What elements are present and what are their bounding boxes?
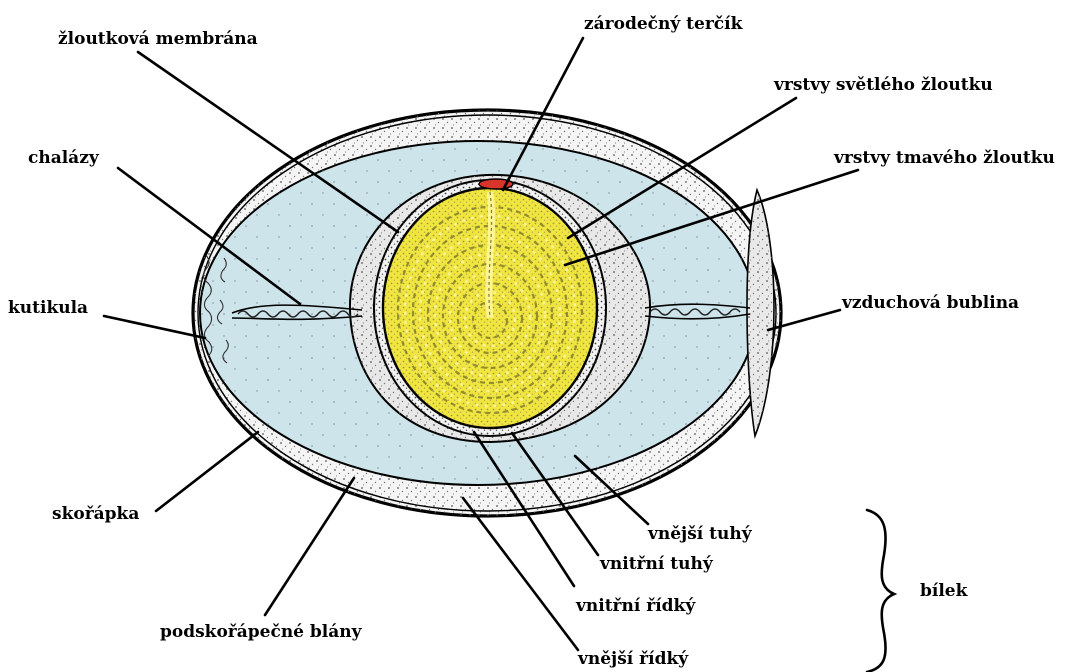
label-dark-yolk: vrstvy tmavého žloutku [833, 148, 1055, 168]
yolk [383, 188, 597, 428]
label-chalazae: chalázy [28, 148, 100, 168]
label-outer-thin: vnější řídký [577, 649, 689, 669]
label-shell-membranes: podskořápečné blány [160, 622, 363, 642]
label-light-yolk: vrstvy světlého žloutku [773, 75, 993, 95]
albumen-brace [867, 510, 894, 672]
pointer-cuticle [104, 316, 205, 338]
label-inner-thick: vnitřní tuhý [599, 554, 714, 574]
pointer-outer-thin [463, 498, 578, 650]
label-cuticle: kutikula [8, 298, 88, 318]
label-albumen: bílek [920, 581, 969, 601]
pointer-shell-membranes [265, 478, 354, 615]
label-inner-thin: vnitřní řídký [575, 596, 696, 616]
label-outer-thick: vnější tuhý [647, 524, 753, 544]
pointer-shell [156, 432, 258, 511]
label-air-cell: vzduchová bublina [841, 293, 1019, 313]
air-cell [747, 190, 774, 436]
label-shell: skořápka [52, 504, 139, 524]
label-germinal-disc: zárodečný terčík [584, 14, 744, 34]
label-yolk-membrane: žloutková membrána [58, 29, 258, 49]
